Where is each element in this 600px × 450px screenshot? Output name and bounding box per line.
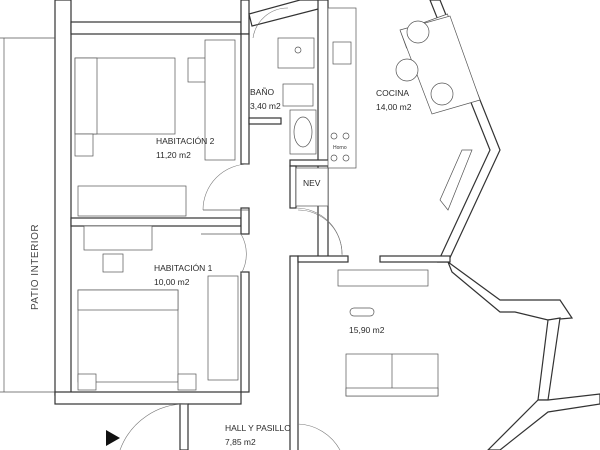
fridge <box>295 167 329 207</box>
room-area-hall: 7,85 m2 <box>225 437 256 447</box>
sink-icon <box>332 41 352 65</box>
bed-hab2-headboard <box>74 57 98 135</box>
living-bay-wall-top <box>446 260 574 321</box>
door-swing-hab1 <box>240 233 247 275</box>
room-name-habitacion-2: HABITACIÓN 2 <box>156 136 215 146</box>
tv-unit <box>337 269 429 287</box>
shower-tray <box>277 37 315 69</box>
bottom-wall-hab1 <box>54 391 242 405</box>
left-exterior-wall <box>54 0 72 396</box>
room-area-habitacion-2: 11,20 m2 <box>156 150 191 160</box>
nightstand-hab2 <box>74 133 94 157</box>
wall-hab2-bano-top <box>240 0 250 35</box>
bottom-wall-hall-stub <box>179 403 189 450</box>
top-wall-diagonal <box>248 0 323 27</box>
patio-label: PATIO INTERIOR <box>30 224 41 310</box>
wall-living-top-right <box>379 255 451 263</box>
furniture-hab2 <box>74 39 236 217</box>
wall-hab1-right <box>240 271 250 393</box>
wall-nev-top <box>289 159 331 167</box>
wardrobe-hab2 <box>204 39 236 161</box>
living-bay-wall-bottom <box>487 393 600 450</box>
nightstand-hab1-right <box>177 373 197 391</box>
vanity <box>282 83 314 107</box>
door-swing-hall <box>297 423 341 450</box>
furniture-salon <box>337 269 439 397</box>
entry-arrow-icon <box>106 430 120 446</box>
nightstand-hab1-left <box>77 373 97 391</box>
room-area-cocina: 14,00 m2 <box>376 102 412 112</box>
sofa-back <box>345 387 439 397</box>
stool-1-icon <box>406 20 430 44</box>
room-area-salon: 15,90 m2 <box>349 325 385 335</box>
wall-hab2-hab1 <box>70 217 242 227</box>
wall-living-left <box>289 255 299 450</box>
stool-2-icon <box>395 58 419 82</box>
furniture-bano <box>277 37 317 155</box>
room-name-bano: BAÑO <box>250 87 274 97</box>
room-labels: PATIO INTERIOR HABITACIÓN 2 11,20 m2 BAÑ… <box>30 87 412 447</box>
bed-hab1-headboard <box>77 289 179 311</box>
room-name-hall: HALL Y PASILLO <box>225 423 291 433</box>
top-wall-hab2 <box>70 21 242 35</box>
furniture-hab1 <box>77 225 239 391</box>
hob-burner-1 <box>330 132 338 140</box>
room-area-bano: 3,40 m2 <box>250 101 281 111</box>
hob-burner-4 <box>342 154 350 162</box>
furniture-cocina: Horno NEV <box>295 7 481 211</box>
door-swing-bano <box>252 7 289 39</box>
wall-hab2-right <box>240 33 250 165</box>
hob-burner-3 <box>330 154 338 162</box>
coffee-table-icon <box>349 307 375 317</box>
door-swing-living <box>297 209 343 257</box>
room-name-cocina: COCINA <box>376 88 409 98</box>
living-bay-wall-right <box>537 317 561 401</box>
stool-3-icon <box>430 82 454 106</box>
wardrobe-hab1 <box>207 275 239 381</box>
wall-living-top-left <box>297 255 349 263</box>
chair-hab1 <box>102 253 124 273</box>
fridge-label: NEV <box>303 178 321 188</box>
hob-burner-2 <box>342 132 350 140</box>
dresser-hab2 <box>77 185 187 217</box>
wall-nev-left <box>289 165 297 209</box>
kitchen-shelf <box>439 149 473 211</box>
wall-hab2-right-lower <box>240 207 250 235</box>
oven-label: Horno <box>333 145 347 151</box>
room-area-habitacion-1: 10,00 m2 <box>154 277 190 287</box>
room-name-habitacion-1: HABITACIÓN 1 <box>154 263 213 273</box>
wall-bano-bottom <box>248 117 282 125</box>
toilet-bowl <box>293 116 313 148</box>
kitchen-counter <box>327 7 357 169</box>
shower-drain-icon <box>294 46 302 54</box>
shelf-hab1 <box>83 225 153 251</box>
door-swing-hab2 <box>202 163 250 211</box>
door-swings <box>119 7 343 450</box>
door-swing-entry <box>119 403 189 450</box>
